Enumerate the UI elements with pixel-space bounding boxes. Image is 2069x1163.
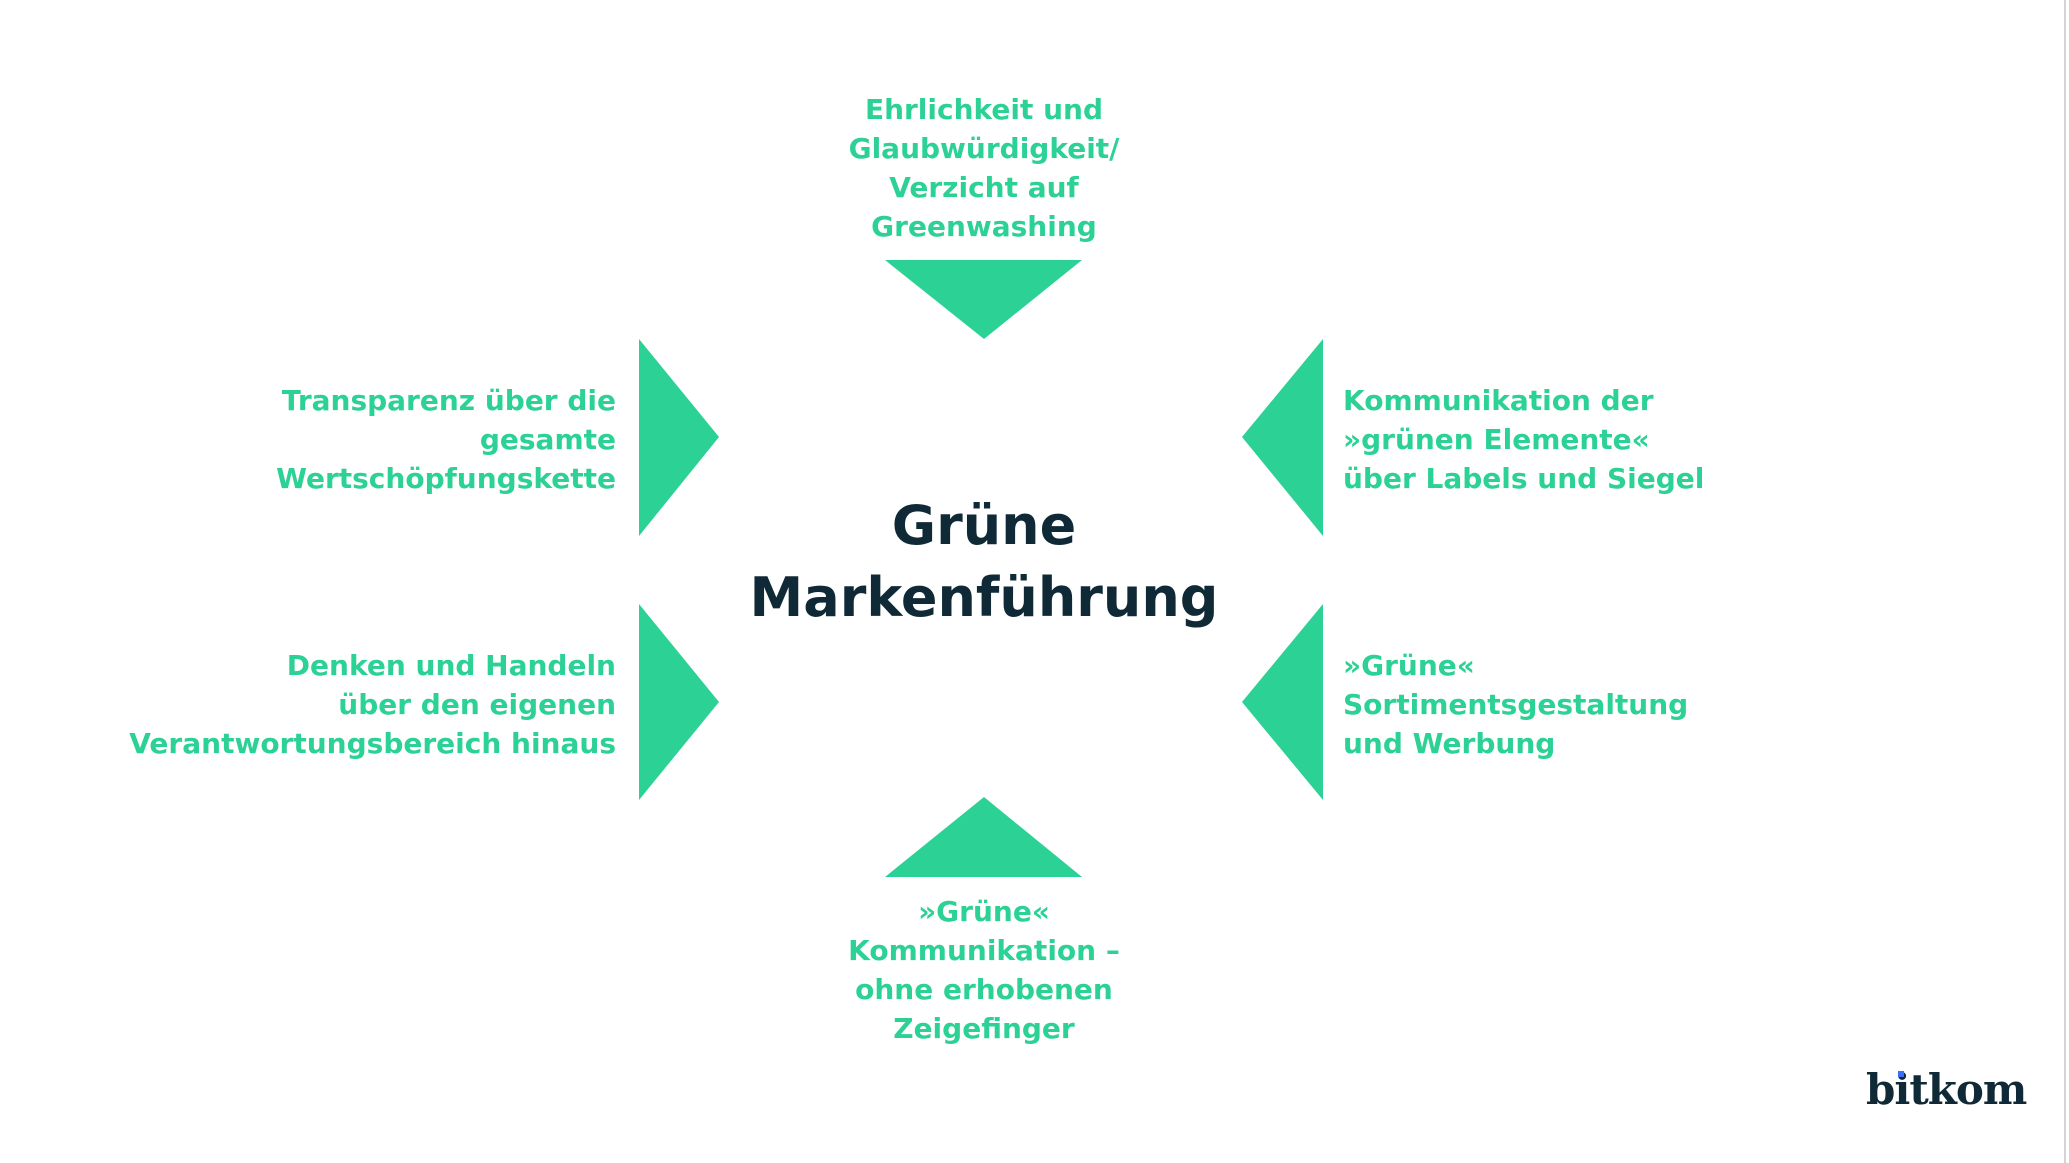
label-right-upper: Kommunikation der »grünen Elemente« über… <box>1343 381 1843 498</box>
label-line: ohne erhobenen <box>855 973 1113 1006</box>
label-line: Glaubwürdigkeit/ <box>848 132 1120 165</box>
label-line: und Werbung <box>1343 727 1556 760</box>
logo-dot <box>1898 1071 1904 1077</box>
label-left-lower: Denken und Handeln über den eigenen Vera… <box>116 646 616 763</box>
label-line: Greenwashing <box>871 210 1097 243</box>
label-left-upper: Transparenz über die gesamte Wertschöpfu… <box>116 381 616 498</box>
label-line: »Grüne« <box>918 895 1050 928</box>
arrow-down-top <box>885 260 1082 339</box>
title-line: Markenführung <box>749 566 1219 629</box>
arrow-up-bottom <box>885 797 1082 877</box>
arrow-right-left-lower <box>639 604 719 800</box>
label-line: Wertschöpfungskette <box>276 462 616 495</box>
center-title: Grüne Markenführung <box>684 490 1284 634</box>
title-line: Grüne <box>891 494 1077 557</box>
label-line: »grünen Elemente« <box>1343 423 1650 456</box>
label-line: Kommunikation der <box>1343 384 1654 417</box>
label-line: über Labels und Siegel <box>1343 462 1705 495</box>
label-top: Ehrlichkeit und Glaubwürdigkeit/ Verzich… <box>784 90 1184 246</box>
arrow-left-right-lower <box>1242 604 1323 800</box>
label-line: Denken und Handeln <box>286 649 616 682</box>
bitkom-logo: bitkom <box>1866 1065 2027 1114</box>
label-line: Kommunikation – <box>848 934 1120 967</box>
label-right-lower: »Grüne« Sortimentsgestaltung und Werbung <box>1343 646 1843 763</box>
label-line: über den eigenen <box>338 688 616 721</box>
logo-text: bitkom <box>1866 1065 2027 1114</box>
label-line: gesamte <box>479 423 616 456</box>
label-bottom: »Grüne« Kommunikation – ohne erhobenen Z… <box>784 892 1184 1048</box>
label-line: Zeigefinger <box>893 1012 1075 1045</box>
label-line: Ehrlichkeit und <box>864 93 1104 126</box>
label-line: »Grüne« <box>1343 649 1475 682</box>
label-line: Verantwortungsbereich hinaus <box>129 727 616 760</box>
label-line: Transparenz über die <box>281 384 616 417</box>
label-line: Sortimentsgestaltung <box>1343 688 1689 721</box>
right-edge-divider <box>2064 0 2066 1163</box>
arrow-left-right-upper <box>1242 339 1323 536</box>
arrow-right-left-upper <box>639 339 719 536</box>
label-line: Verzicht auf <box>889 171 1079 204</box>
